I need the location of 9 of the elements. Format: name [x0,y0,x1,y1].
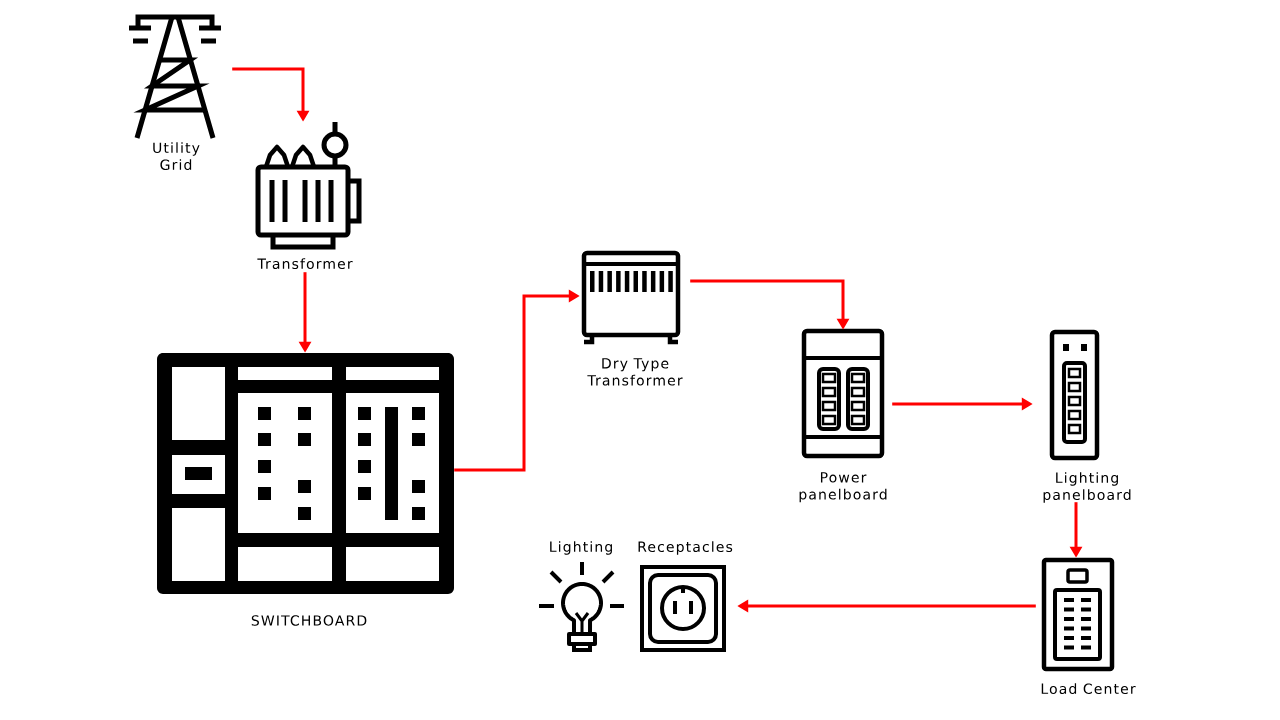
node-label: Lighting panelboard [1043,472,1131,503]
node-label: Power panelboard [799,472,887,503]
node-label: Load Center [1041,683,1136,695]
node-label: Transformer [257,258,353,270]
node-label: Lighting [550,541,612,555]
node-label: Utility Grid [153,142,200,171]
node-label: Dry Type Transformer [587,358,683,386]
node-label: SWITCHBOARD [251,615,367,626]
node-label: Receptacles [638,541,733,555]
